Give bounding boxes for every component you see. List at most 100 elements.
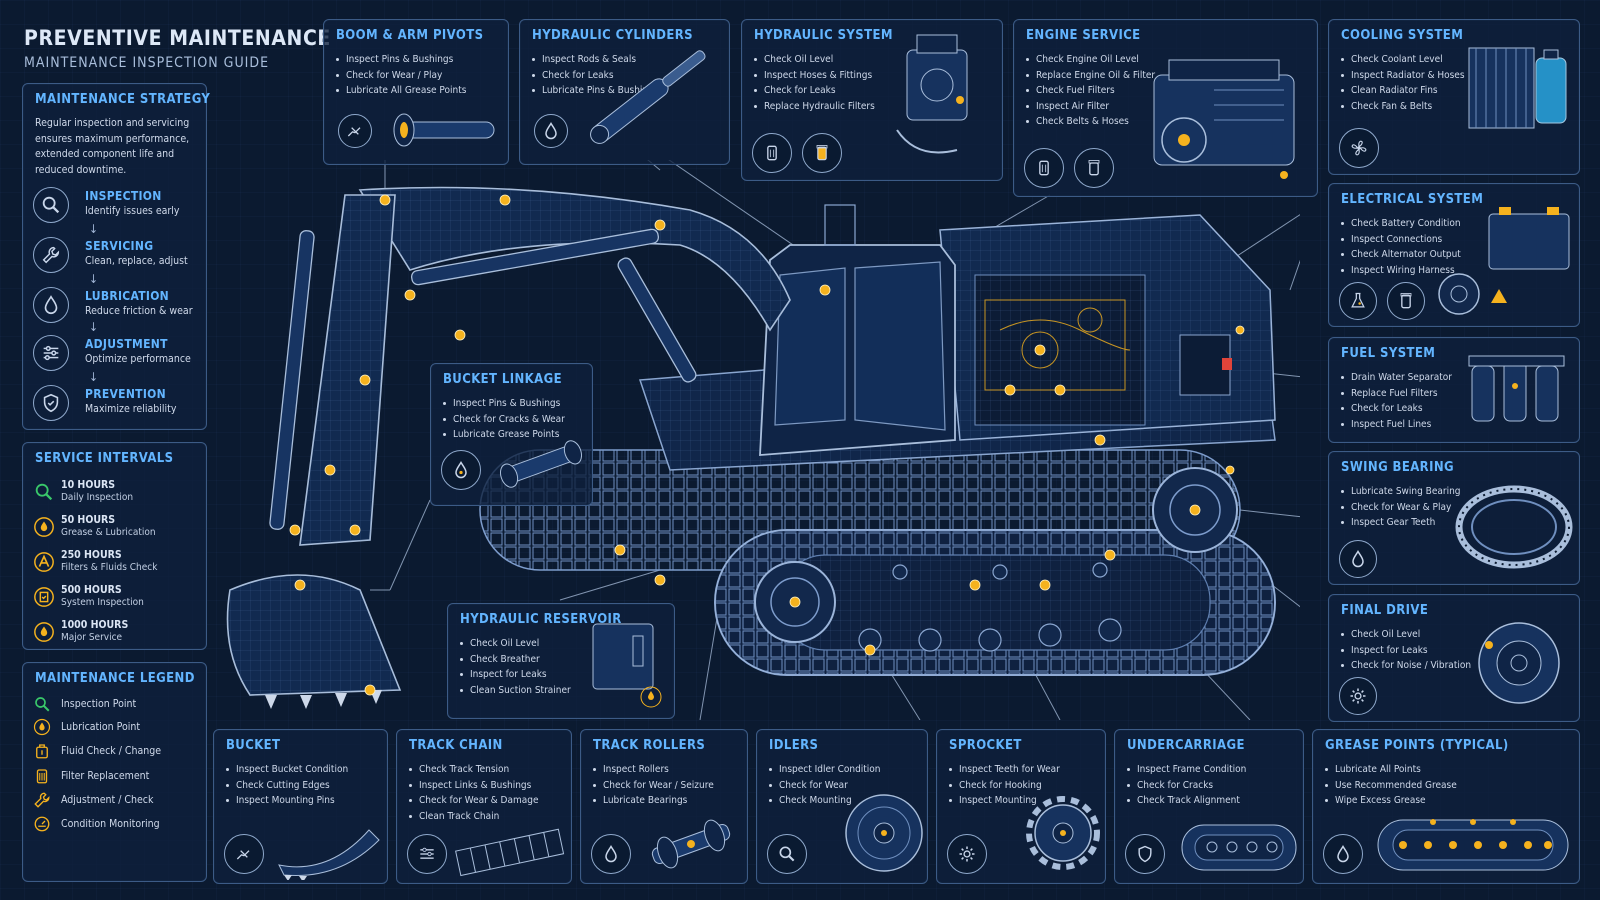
electrical-system-panel: ELECTRICAL SYSTEM Check Battery Conditio… xyxy=(1328,183,1580,327)
pin-bushing-thumbnail xyxy=(393,113,495,147)
check-item: Inspect Bucket Condition xyxy=(226,762,348,778)
gear-icon xyxy=(947,834,987,874)
check-item: Inspect Pins & Bushings xyxy=(443,396,565,412)
legend-item: Inspection Point xyxy=(33,695,203,715)
checklist: Check Coolant Level Inspect Radiator & H… xyxy=(1341,52,1465,114)
swing-bearing-panel: SWING BEARING Lubricate Swing Bearing Ch… xyxy=(1328,451,1580,585)
checklist-icon xyxy=(34,587,54,607)
check-item: Check Engine Oil Level xyxy=(1026,52,1155,68)
bucket-linkage-panel: BUCKET LINKAGE Inspect Pins & Bushings C… xyxy=(430,363,593,506)
panel-title: UNDERCARRIAGE xyxy=(1127,738,1245,753)
check-item: Replace Hydraulic Filters xyxy=(754,99,875,115)
check-item: Inspect Wiring Harness xyxy=(1341,263,1461,279)
check-item: Check for Noise / Vibration xyxy=(1341,658,1471,674)
legend-item: Filter Replacement xyxy=(33,767,203,787)
check-item: Check for Wear / Seizure xyxy=(593,778,714,794)
interval-item: 10 HOURS Daily Inspection xyxy=(33,479,203,511)
interval-hours: 500 HOURS xyxy=(61,584,122,596)
panel-title: IDLERS xyxy=(769,738,819,753)
check-item: Clean Suction Strainer xyxy=(460,683,571,699)
oil-drop-icon xyxy=(534,114,568,148)
hydraulic-cylinders-panel: HYDRAULIC CYLINDERS Inspect Rods & Seals… xyxy=(519,19,730,165)
check-item: Lubricate All Grease Points xyxy=(336,83,466,99)
cylinder-thumbnail xyxy=(590,50,706,144)
step-name: INSPECTION xyxy=(85,189,162,203)
panel-title: ELECTRICAL SYSTEM xyxy=(1341,192,1484,207)
interval-item: 50 HOURS Grease & Lubrication xyxy=(33,514,203,546)
checklist: Inspect Bucket Condition Check Cutting E… xyxy=(226,762,348,809)
oil-drop-icon xyxy=(591,834,631,874)
interval-desc: System Inspection xyxy=(61,597,144,608)
check-item: Lubricate Swing Bearing xyxy=(1341,484,1461,500)
step-desc: Reduce friction & wear xyxy=(85,305,193,317)
check-item: Lubricate Grease Points xyxy=(443,427,565,443)
flask-icon xyxy=(1339,282,1377,320)
legend-item: Lubrication Point xyxy=(33,718,203,738)
checklist: Inspect Teeth for Wear Check for Hooking… xyxy=(949,762,1060,809)
filter-icon xyxy=(1024,148,1064,188)
check-item: Check for Cracks & Wear xyxy=(443,412,565,428)
shield-icon xyxy=(33,385,69,421)
hand-grease-icon xyxy=(224,834,264,874)
check-item: Inspect for Leaks xyxy=(460,667,571,683)
filter-cartridge-icon xyxy=(802,133,842,173)
sliders-icon xyxy=(407,834,447,874)
step-inspection: INSPECTION Identify issues early xyxy=(33,187,203,231)
step-name: SERVICING xyxy=(85,239,154,253)
legend-label: Filter Replacement xyxy=(61,770,150,782)
magnifier-icon xyxy=(33,187,69,223)
fuel-filters-thumbnail xyxy=(1468,355,1565,422)
panel-title: BUCKET LINKAGE xyxy=(443,372,562,387)
checklist: Lubricate All Points Use Recommended Gre… xyxy=(1325,762,1457,809)
panel-title: TRACK ROLLERS xyxy=(593,738,706,753)
check-item: Inspect Hoses & Fittings xyxy=(754,68,875,84)
step-adjustment: ADJUSTMENT Optimize performance xyxy=(33,335,203,379)
checklist: Check Engine Oil Level Replace Engine Oi… xyxy=(1026,52,1155,130)
step-name: LUBRICATION xyxy=(85,289,170,303)
check-item: Check Battery Condition xyxy=(1341,216,1461,232)
check-item: Inspect Connections xyxy=(1341,232,1461,248)
interval-desc: Grease & Lubrication xyxy=(61,527,156,538)
check-item: Lubricate Bearings xyxy=(593,793,714,809)
check-item: Check Oil Level xyxy=(1341,627,1471,643)
checklist: Lubricate Swing Bearing Check for Wear &… xyxy=(1341,484,1461,531)
panel-title: SWING BEARING xyxy=(1341,460,1455,475)
grease-drop-icon xyxy=(33,718,51,736)
legend-label: Condition Monitoring xyxy=(61,818,160,830)
page-subtitle: MAINTENANCE INSPECTION GUIDE xyxy=(24,55,270,71)
page-title: PREVENTIVE MAINTENANCE xyxy=(24,26,331,50)
magnifier-icon xyxy=(767,834,807,874)
gear-icon xyxy=(1339,677,1377,715)
down-arrow-icon: ↓ xyxy=(89,370,99,384)
checklist: Inspect Rollers Check for Wear / Seizure… xyxy=(593,762,714,809)
oil-drop-icon xyxy=(1339,540,1377,578)
check-item: Check Alternator Output xyxy=(1341,247,1461,263)
sprocket-panel: SPROCKET Inspect Teeth for Wear Check fo… xyxy=(936,729,1106,884)
check-item: Check Coolant Level xyxy=(1341,52,1465,68)
check-item: Check for Hooking xyxy=(949,778,1060,794)
check-item: Check Track Alignment xyxy=(1127,793,1246,809)
checklist: Inspect Rods & Seals Check for Leaks Lub… xyxy=(532,52,659,99)
interval-hours: 10 HOURS xyxy=(61,479,116,491)
engine-thumbnail xyxy=(1153,59,1295,179)
magnifier-icon xyxy=(35,697,50,712)
panel-title: SPROCKET xyxy=(949,738,1022,753)
check-item: Check Mounting xyxy=(769,793,881,809)
check-item: Replace Engine Oil & Filter xyxy=(1026,68,1155,84)
filter-icon xyxy=(752,133,792,173)
radiator-thumbnail xyxy=(1468,47,1567,129)
legend-item: Condition Monitoring xyxy=(33,815,203,835)
step-desc: Identify issues early xyxy=(85,205,180,217)
filter-icon xyxy=(1387,282,1425,320)
check-item: Check for Wear xyxy=(769,778,881,794)
step-servicing: SERVICING Clean, replace, adjust xyxy=(33,237,203,281)
track-chain-panel: TRACK CHAIN Check Track Tension Inspect … xyxy=(396,729,572,884)
check-item: Check for Wear & Play xyxy=(1341,500,1461,516)
linkage-pin-thumbnail xyxy=(499,440,583,488)
legend-item: Adjustment / Check xyxy=(33,791,203,811)
check-item: Check for Leaks xyxy=(532,68,659,84)
track-chain-thumbnail xyxy=(455,828,565,877)
check-item: Inspect Links & Bushings xyxy=(409,778,539,794)
check-item: Check Fan & Belts xyxy=(1341,99,1465,115)
checklist: Check Oil Level Inspect for Leaks Check … xyxy=(1341,627,1471,674)
